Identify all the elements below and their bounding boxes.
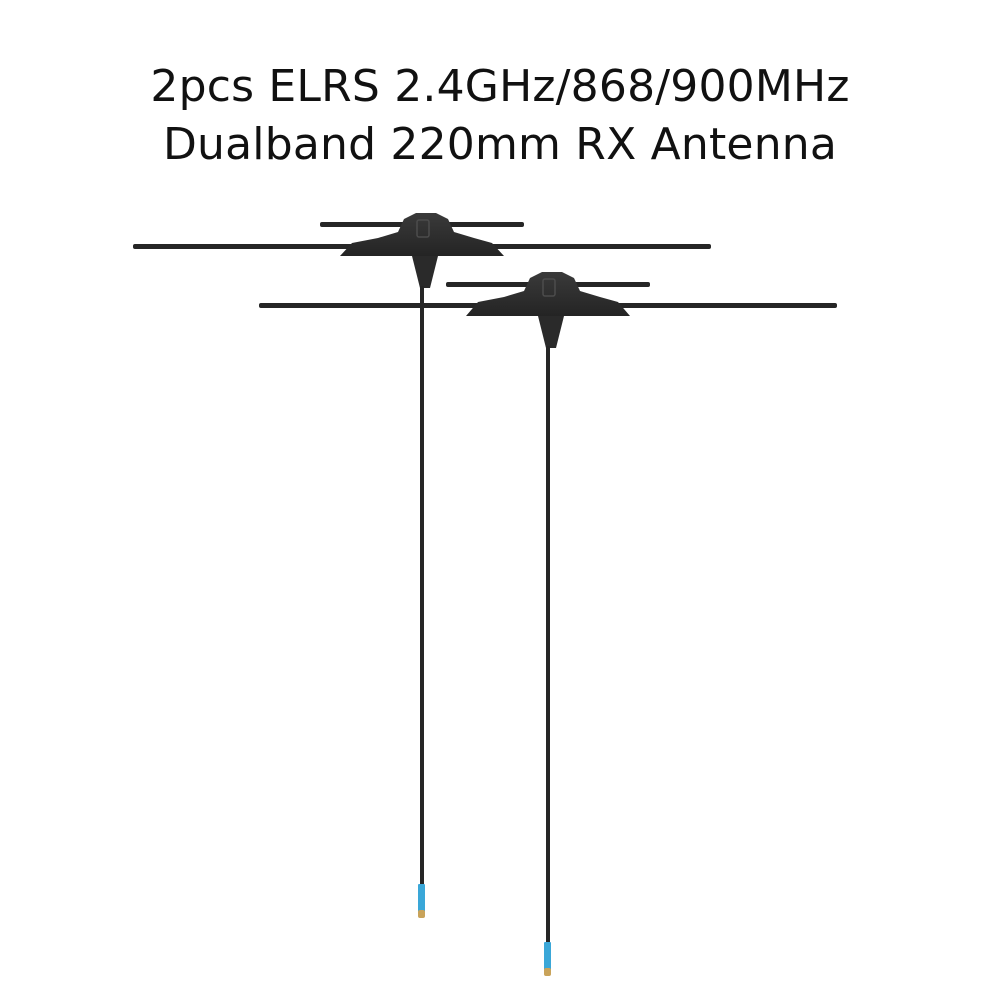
product-title: 2pcs ELRS 2.4GHz/868/900MHz Dualband 220… bbox=[0, 58, 1000, 174]
antenna-hub bbox=[340, 213, 504, 256]
hub-logo-icon bbox=[542, 278, 556, 297]
antenna-back bbox=[133, 213, 711, 918]
title-line-1: 2pcs ELRS 2.4GHz/868/900MHz bbox=[150, 61, 850, 112]
connector-tip bbox=[418, 910, 425, 918]
hub-logo-icon bbox=[416, 219, 430, 238]
coax-cable bbox=[546, 346, 550, 944]
connector-tip bbox=[544, 968, 551, 976]
connector-sleeve bbox=[418, 884, 425, 912]
antenna-hub bbox=[466, 272, 630, 316]
title-line-2: Dualband 220mm RX Antenna bbox=[162, 119, 838, 170]
antenna-front bbox=[259, 272, 837, 976]
antenna-stem bbox=[538, 316, 564, 348]
antenna-stem bbox=[412, 256, 438, 288]
coax-cable bbox=[420, 286, 424, 886]
connector-sleeve bbox=[544, 942, 551, 970]
